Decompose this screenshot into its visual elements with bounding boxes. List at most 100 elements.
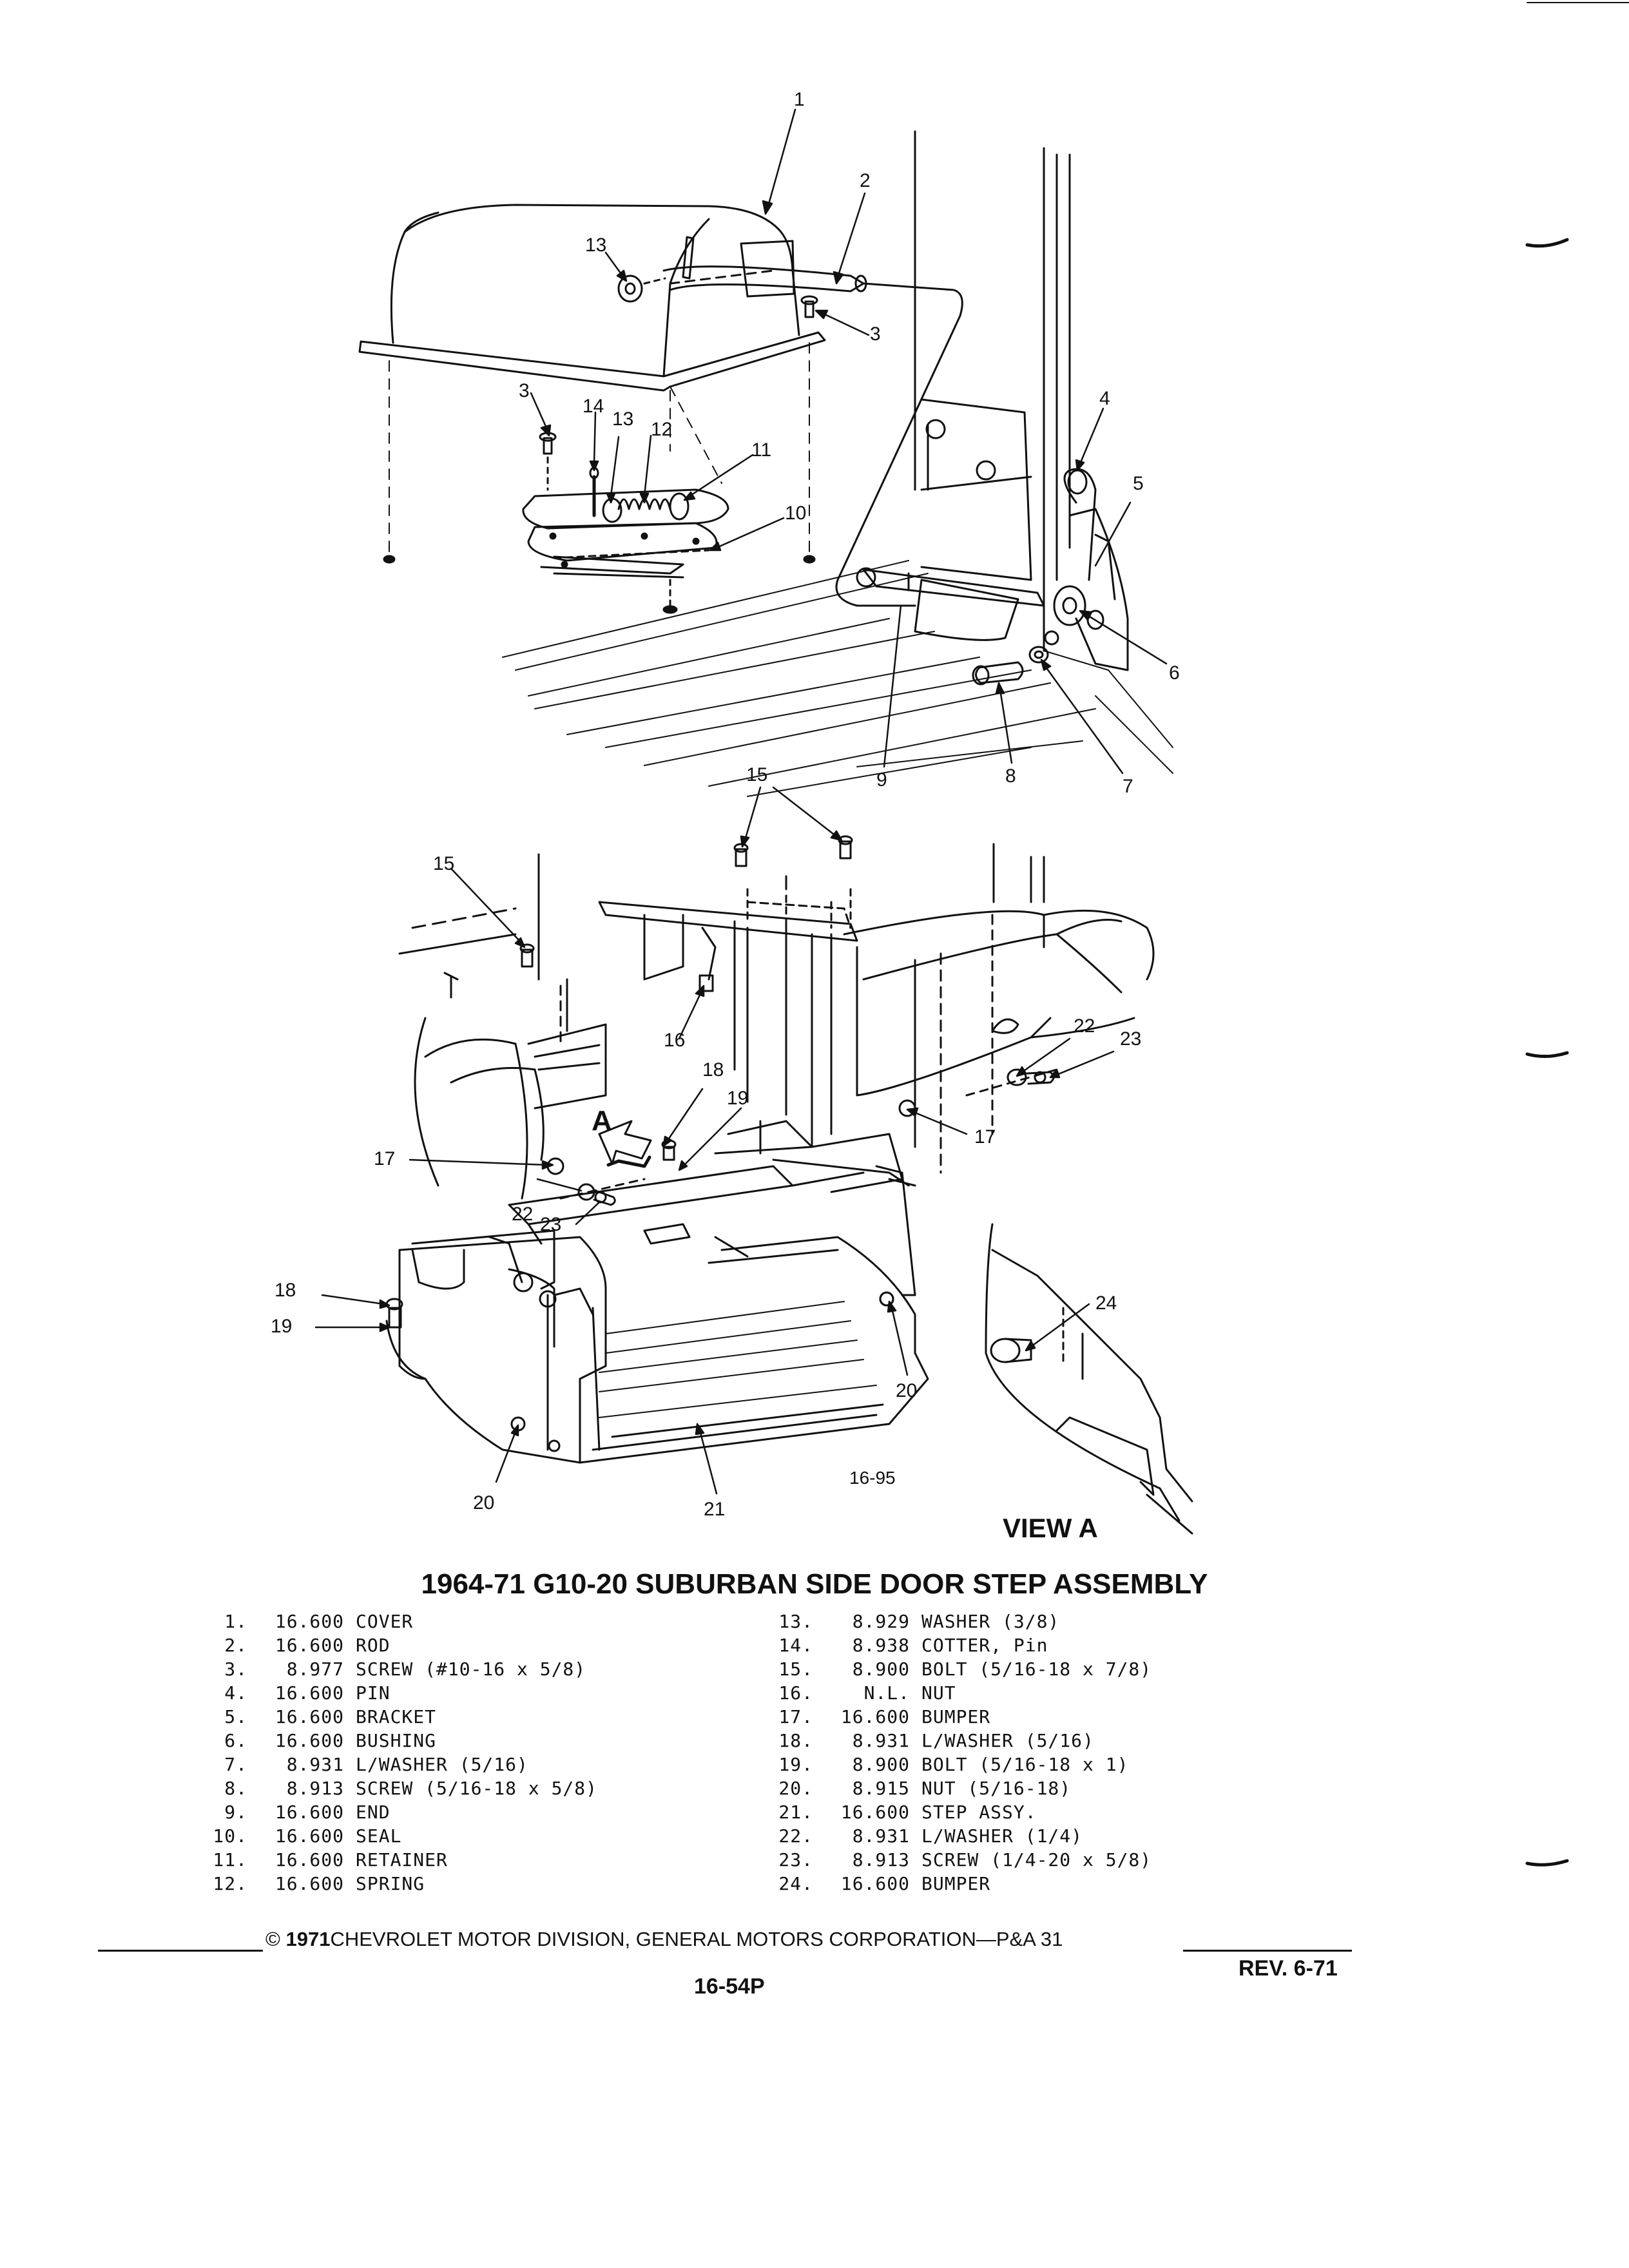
part-number: 20. — [778, 1778, 813, 1799]
callout-7: 7 — [1123, 776, 1133, 797]
group-code: 16.600 — [275, 1873, 344, 1894]
part-number: 9. — [224, 1802, 247, 1823]
part-name: SCREW (1/4-20 x 5/8) — [921, 1849, 1152, 1870]
part-name: L/WASHER (1/4) — [921, 1825, 1083, 1847]
group-code: 16.600 — [275, 1706, 344, 1727]
callout-16: 16 — [664, 1030, 686, 1051]
callout-24: 24 — [1095, 1293, 1117, 1314]
part-number: 3. — [224, 1658, 247, 1680]
callout-23-left: 23 — [540, 1214, 562, 1235]
part-name: SCREW (5/16-18 x 5/8) — [356, 1778, 598, 1799]
end-part-9 — [857, 568, 1044, 606]
arrow-letter: A — [592, 1105, 612, 1137]
part-name: COTTER, Pin — [921, 1635, 1048, 1656]
group-code: 8.900 — [852, 1658, 910, 1680]
part-number: 7. — [224, 1754, 247, 1775]
dashed-guide-lines — [389, 343, 809, 554]
view-a-label: VIEW A — [1003, 1513, 1098, 1543]
callout-13-seal: 13 — [612, 408, 634, 430]
group-code: 8.938 — [852, 1635, 910, 1656]
group-code: 16.600 — [275, 1682, 344, 1704]
part-name: RETAINER — [356, 1849, 448, 1870]
callout-15-left: 15 — [433, 853, 455, 874]
part-number: 12. — [213, 1873, 247, 1894]
callout-18-frame: 18 — [702, 1059, 724, 1081]
part-name: STEP ASSY. — [921, 1802, 1037, 1823]
callout-5: 5 — [1133, 473, 1144, 494]
copyright-symbol: © — [265, 1928, 280, 1950]
group-code: 8.977 — [286, 1658, 344, 1680]
callout-15-top: 15 — [746, 764, 768, 785]
callout-17-right: 17 — [974, 1126, 996, 1148]
part-name: WASHER (3/8) — [921, 1611, 1060, 1632]
group-code: 16.600 — [275, 1825, 344, 1847]
part-number: 5. — [224, 1706, 247, 1727]
screw-3-right — [802, 296, 817, 317]
figure-code: 16-95 — [849, 1468, 896, 1488]
bracket-pin-bushing — [1045, 469, 1128, 670]
footer-copyright: © 1971CHEVROLET MOTOR DIVISION, GENERAL … — [265, 1928, 1063, 1951]
part-name: NUT — [921, 1682, 956, 1704]
group-code: 16.600 — [275, 1802, 344, 1823]
view-a-inset — [986, 1224, 1192, 1533]
part-number: 14. — [778, 1635, 813, 1656]
diagram-title: 1964-71 G10-20 SUBURBAN SIDE DOOR STEP A… — [421, 1568, 1208, 1600]
part-number: 10. — [213, 1825, 247, 1847]
callout-19-step: 19 — [271, 1316, 293, 1337]
rod-part-2 — [664, 267, 962, 606]
group-code: 8.900 — [852, 1754, 910, 1775]
callout-22-right: 22 — [1074, 1015, 1095, 1037]
part-name: END — [356, 1802, 390, 1823]
callout-1: 1 — [794, 89, 805, 110]
parts-list-row: 16.N.L.NUT — [771, 1682, 1152, 1706]
callout-21: 21 — [704, 1499, 726, 1520]
part-name: BOLT (5/16-18 x 1) — [921, 1754, 1129, 1775]
door-pillar-body — [503, 131, 1173, 796]
footer-rule-left — [98, 1950, 263, 1952]
callout-18-step: 18 — [275, 1280, 296, 1301]
part-number: 4. — [224, 1682, 247, 1704]
callout-2: 2 — [860, 170, 871, 191]
callout-20-right: 20 — [896, 1380, 918, 1401]
part-number: 15. — [778, 1658, 813, 1680]
part-name: ROD — [356, 1635, 390, 1656]
group-code: 8.929 — [852, 1611, 910, 1632]
callout-6: 6 — [1169, 662, 1180, 684]
callout-22-left: 22 — [512, 1204, 534, 1225]
part-name: BRACKET — [356, 1706, 437, 1727]
parts-list-row: 11. 16.600 RETAINER — [205, 1849, 597, 1873]
step-frame-brackets — [509, 1121, 915, 1295]
bottom-callout-leaders — [316, 787, 1113, 1494]
bottom-hardware — [387, 836, 1057, 1327]
part-number: 13. — [778, 1611, 813, 1632]
cover-part-1 — [360, 205, 825, 390]
group-code: 16.600 — [275, 1730, 344, 1751]
seal-retainer-spring — [523, 433, 728, 613]
part-number: 11. — [213, 1849, 247, 1870]
view-a-arrow — [599, 1121, 651, 1166]
top-callout-leaders — [531, 110, 1166, 773]
callout-20-left: 20 — [473, 1492, 495, 1514]
washer-13-top — [619, 276, 665, 302]
part-number: 2. — [224, 1635, 247, 1656]
group-code: 16.600 — [275, 1849, 344, 1870]
callout-13-top: 13 — [585, 235, 607, 256]
group-code: 8.913 — [286, 1778, 344, 1799]
part-name: BUMPER — [921, 1873, 991, 1894]
group-code: 16.600 — [840, 1802, 910, 1823]
part-number: 6. — [224, 1730, 247, 1751]
screw-8-washer-7 — [973, 647, 1048, 684]
